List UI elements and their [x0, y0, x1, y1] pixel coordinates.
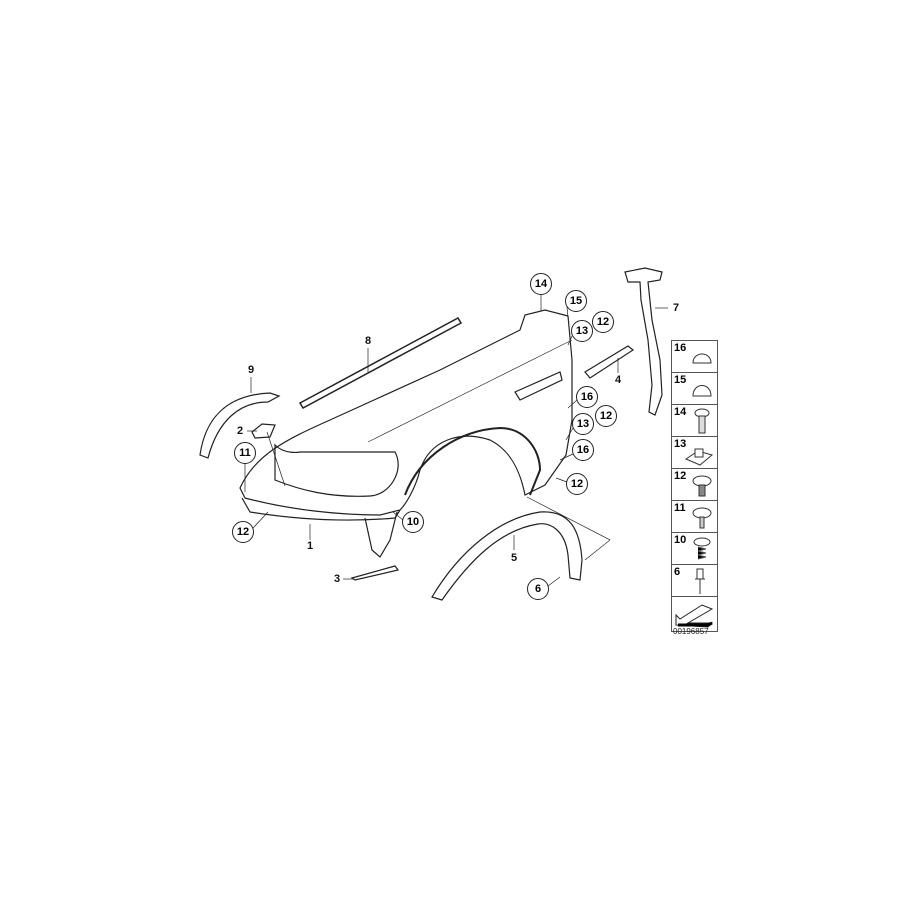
trim-part-9	[199, 392, 281, 459]
callout-12: 12	[232, 521, 254, 543]
fastener-legend: 16 15 14 13 12 11 10 6	[671, 340, 718, 632]
seal-strip-part	[298, 317, 463, 409]
hex-collar-screw-icon	[692, 507, 712, 529]
legend-row: 11	[672, 501, 717, 533]
legend-row: 13	[672, 437, 717, 469]
side-marker-part	[584, 345, 635, 379]
bottom-edge	[241, 497, 401, 521]
image-id: 00196857	[673, 627, 709, 636]
legend-row: 14	[672, 405, 717, 437]
callout-6: 6	[527, 578, 549, 600]
callout-7: 7	[672, 302, 680, 314]
spring-screw-icon	[693, 537, 711, 560]
legend-row: 6	[672, 565, 717, 597]
screw-icon	[694, 408, 710, 434]
callout-14: 14	[530, 273, 552, 295]
front-fender-part	[239, 309, 573, 516]
legend-number: 10	[674, 534, 687, 546]
rivet-icon	[695, 568, 705, 594]
legend-row: 10	[672, 533, 717, 565]
callout-12: 12	[566, 473, 588, 495]
callout-16: 16	[576, 386, 598, 408]
collar-screw-icon	[692, 475, 712, 497]
legend-number: 13	[674, 438, 687, 450]
callout-8: 8	[364, 335, 372, 347]
leader-lines	[244, 295, 668, 587]
wheel-arch-liner	[404, 426, 542, 496]
callout-16: 16	[572, 439, 594, 461]
callout-15: 15	[565, 290, 587, 312]
clip-nut-icon	[684, 448, 714, 466]
callout-11: 11	[234, 442, 256, 464]
callout-12: 12	[595, 405, 617, 427]
dome-cap-icon	[692, 385, 712, 397]
callout-9: 9	[247, 364, 255, 376]
trim-part-3	[350, 565, 400, 581]
legend-number: 14	[674, 406, 687, 418]
callout-5: 5	[510, 552, 518, 564]
washer-cap-part	[251, 423, 276, 439]
side-marker-recess	[514, 371, 563, 401]
legend-row: 16	[672, 341, 717, 373]
wheel-arch-trim-part	[431, 511, 583, 601]
callout-13: 13	[571, 320, 593, 342]
callout-4: 4	[614, 374, 622, 386]
callout-10: 10	[402, 511, 424, 533]
callout-12: 12	[592, 311, 614, 333]
legend-row	[672, 597, 717, 631]
bracket-part	[364, 511, 398, 558]
legend-row: 15	[672, 373, 717, 405]
guide-line	[367, 339, 573, 443]
legend-number: 15	[674, 374, 687, 386]
callout-1: 1	[306, 540, 314, 552]
cap-icon	[692, 353, 712, 364]
legend-number: 6	[674, 566, 681, 578]
legend-number: 11	[674, 502, 686, 514]
callout-2: 2	[236, 425, 244, 437]
legend-row: 12	[672, 469, 717, 501]
callout-3: 3	[333, 573, 341, 585]
seal-part-7	[624, 267, 663, 416]
legend-number: 12	[674, 470, 687, 482]
headlight-cutout	[274, 443, 399, 497]
legend-number: 16	[674, 342, 687, 354]
callout-13: 13	[572, 413, 594, 435]
arrow-icon	[675, 604, 714, 628]
